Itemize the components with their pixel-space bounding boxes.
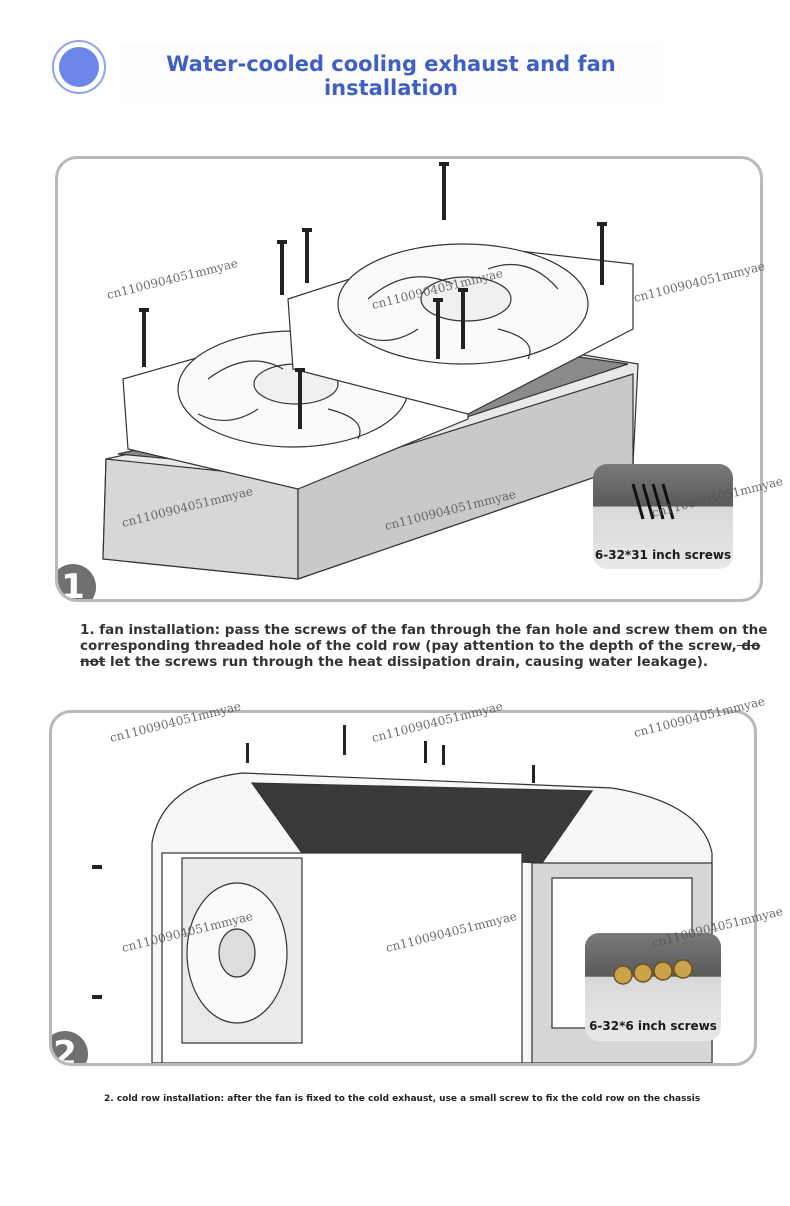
long-screws-caption: 6-32*31 inch screws — [594, 548, 732, 562]
short-screws-inset: 6-32*6 inch screws — [585, 933, 721, 1041]
step-1-description-strikethrough: do not — [80, 638, 761, 670]
short-screws-photo — [613, 959, 693, 985]
cold-row-installation-panel: 2 6-32*6 inch screws — [49, 710, 757, 1066]
title-banner: Water-cooled cooling exhaust and fan ins… — [120, 44, 662, 104]
short-screws-caption: 6-32*6 inch screws — [589, 1019, 717, 1033]
header-bullet-icon — [52, 40, 106, 94]
page-title: Water-cooled cooling exhaust and fan ins… — [166, 52, 616, 100]
step-1-description-end: let the screws run through the heat diss… — [105, 654, 709, 670]
radiator-fan-illustration — [102, 162, 639, 580]
small-screws-group — [92, 725, 535, 999]
step-2-description: 2. cold row installation: after the fan … — [104, 1094, 701, 1104]
step-1-description: 1. fan installation: pass the screws of … — [80, 622, 770, 670]
step-1-badge: 1 — [58, 564, 96, 599]
long-screws-photo — [631, 483, 675, 520]
long-screws-inset: 6-32*31 inch screws — [593, 464, 733, 569]
step-1-description-text: 1. fan installation: pass the screws of … — [80, 622, 768, 654]
fan-installation-panel: 1 6-32*31 inch screws — [55, 156, 763, 602]
screws-group — [139, 162, 607, 429]
